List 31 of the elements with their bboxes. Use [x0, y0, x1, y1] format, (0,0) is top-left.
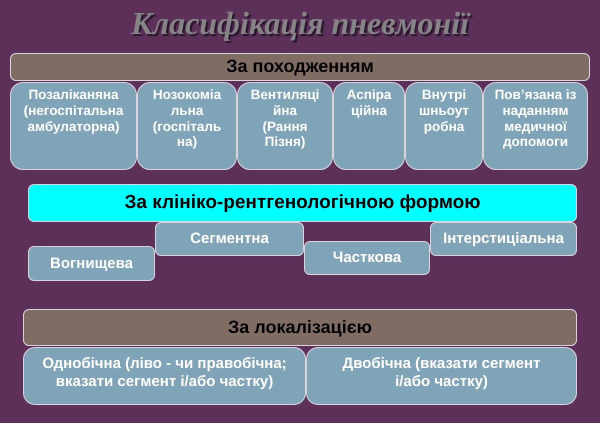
header-text: За походженням [226, 56, 374, 78]
category-box [483, 82, 588, 170]
header-text: За клініко-рентгенологічною формою [124, 192, 481, 214]
box-text: Двобічна (вказати сегмент і/або частку) [342, 355, 542, 390]
category-box [405, 82, 483, 170]
box-text: Нозокоміа льна (госпіталь на) [152, 87, 222, 150]
category-box [306, 347, 577, 405]
category-header-bar [10, 53, 590, 81]
category-box [137, 82, 237, 170]
box-text: Пов’язана із наданням медичної допомоги [494, 87, 578, 150]
box-text: Сегментна [190, 230, 269, 248]
title: Класифікація пневмонії [130, 4, 470, 43]
box-text: Внутрі шньоут робна [418, 87, 470, 134]
form-box [430, 222, 577, 256]
category-box [23, 347, 306, 405]
box-text: Позаліканяна (негоспітальна амбулаторна) [22, 87, 124, 134]
box-text: Аспіра ційна [346, 87, 392, 119]
category-header-bar [28, 184, 577, 222]
box-text: Однобічна (ліво - чи правобічна; вказати сегмент і/або частку) [41, 355, 288, 390]
box-text: Часткова [332, 249, 402, 267]
category-box [10, 82, 137, 170]
form-box [28, 246, 155, 281]
category-box [333, 82, 405, 170]
box-text: Інтерстиціальна [443, 230, 564, 248]
box-text: Вентиляці йна (Рання Пізня) [250, 87, 320, 150]
form-box [304, 241, 430, 275]
header-text: За локалізацією [228, 316, 372, 338]
category-box [237, 82, 333, 170]
category-header-bar [23, 309, 577, 346]
box-text: Вогнищева [50, 254, 133, 272]
form-box [155, 222, 304, 256]
